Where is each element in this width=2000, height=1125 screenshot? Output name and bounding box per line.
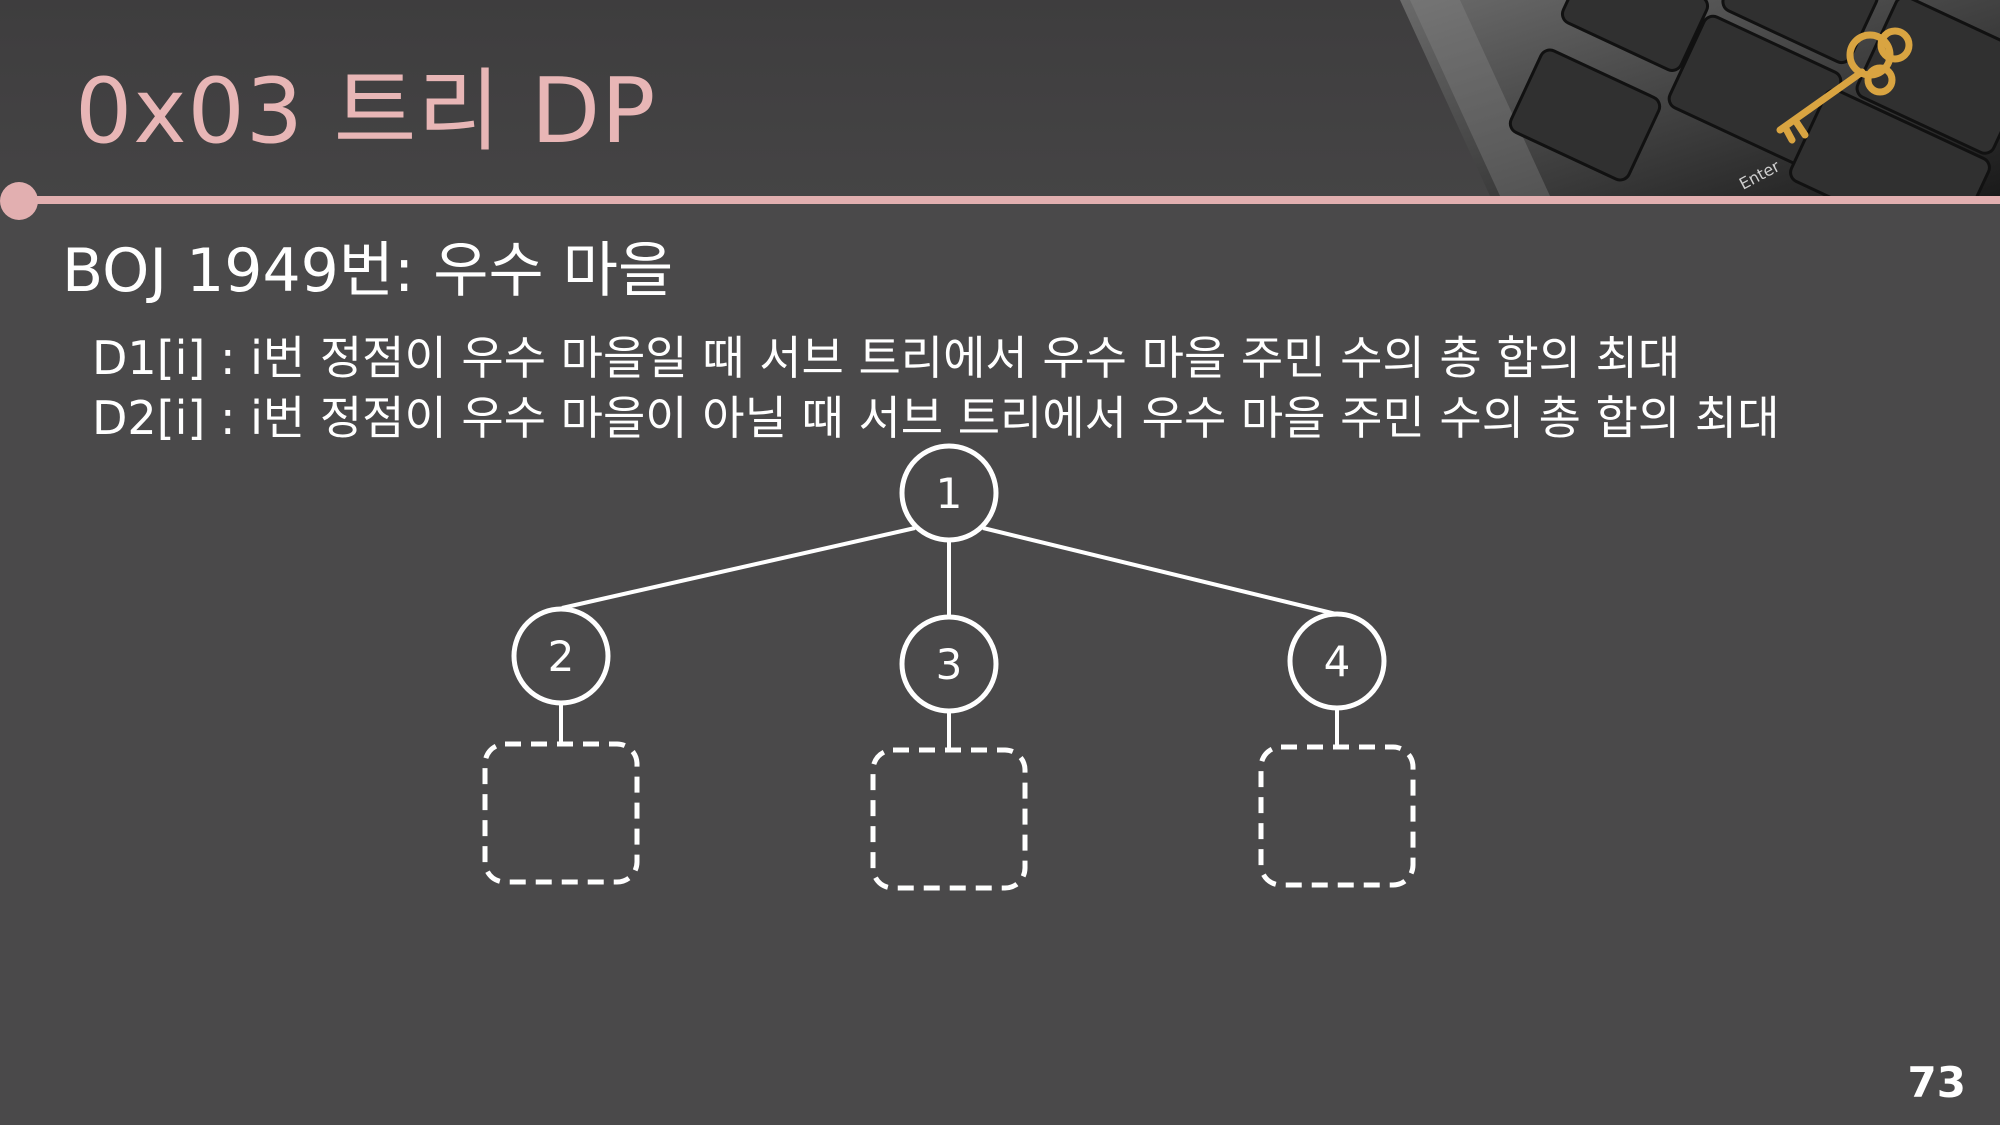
subtree-box-2 (485, 744, 637, 882)
edge-1-2 (562, 528, 915, 608)
subtree-box-3 (873, 750, 1025, 888)
tree-node-label-3: 3 (936, 640, 963, 689)
tree-node-label-4: 4 (1324, 637, 1351, 686)
subtree-box-4 (1261, 747, 1413, 885)
tree-node-label-2: 2 (548, 632, 575, 681)
edge-1-4 (983, 528, 1336, 614)
page-number: 73 (1908, 1058, 1966, 1107)
tree-node-label-1: 1 (936, 469, 963, 518)
